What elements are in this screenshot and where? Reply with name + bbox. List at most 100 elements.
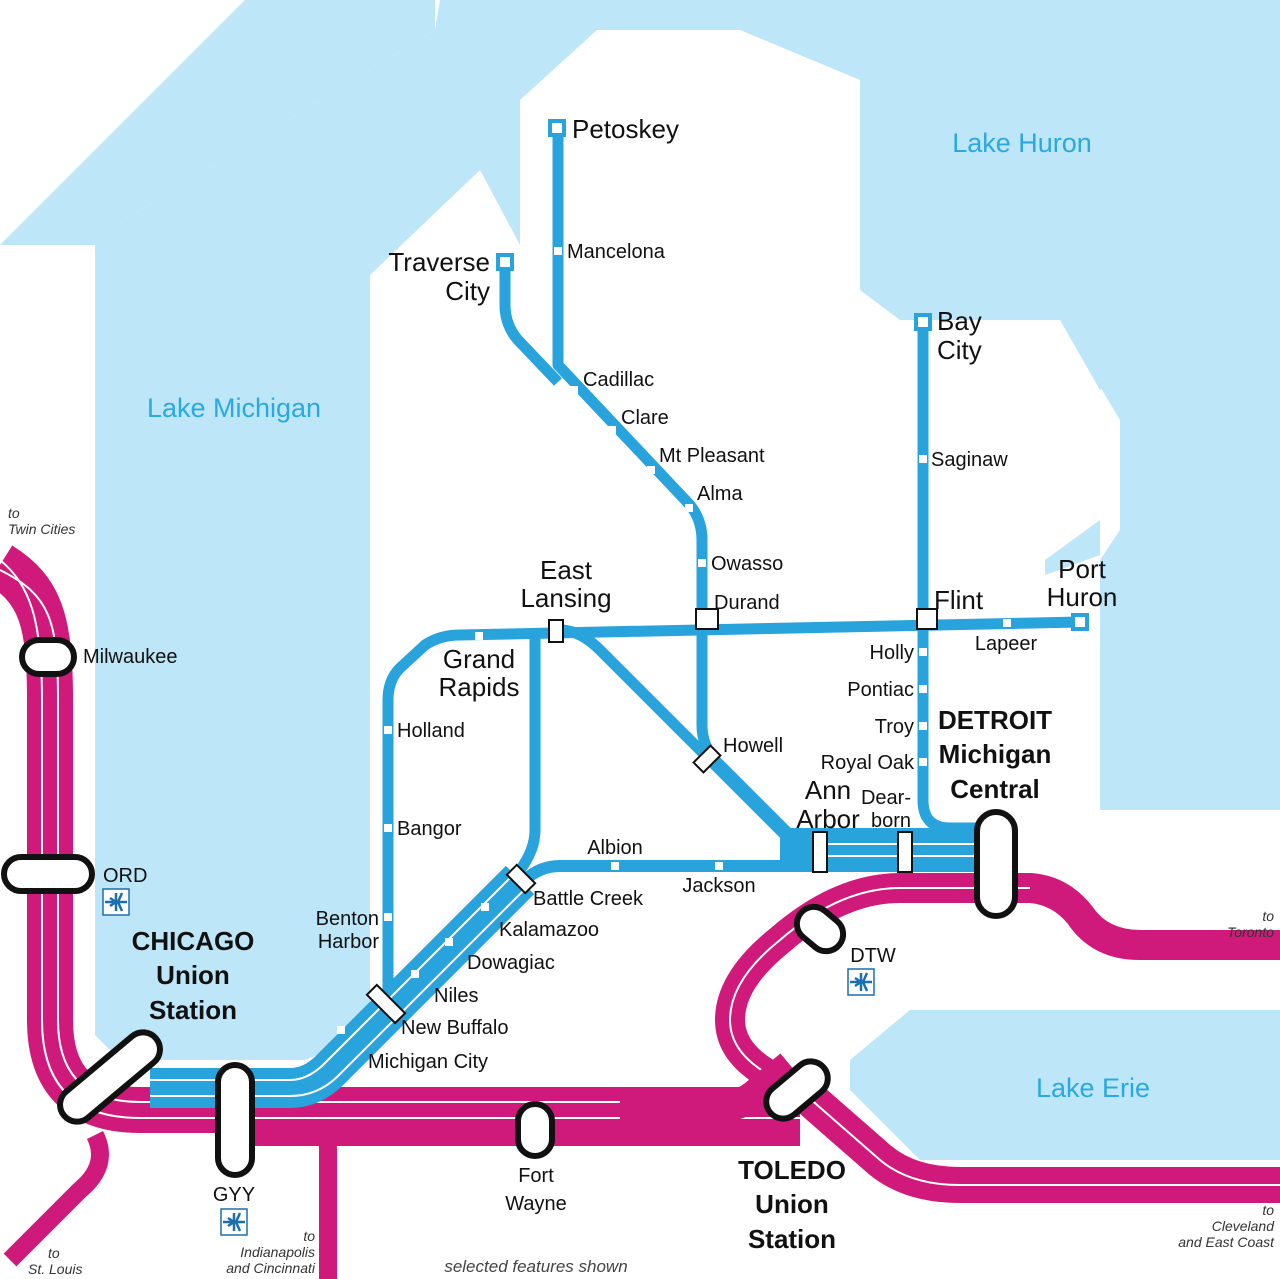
transfer-stations — [365, 608, 938, 1025]
stop-mt-pleasant — [647, 466, 655, 474]
stop-royal-oak — [919, 758, 927, 766]
label-albion: Albion — [587, 837, 643, 859]
hub-chicago-union — [57, 1029, 163, 1125]
stop-gr-east — [475, 632, 483, 640]
label-fort-wayne-2: Wayne — [505, 1193, 567, 1215]
note-cleveland: Cleveland — [1212, 1218, 1275, 1234]
label-holland: Holland — [397, 720, 465, 742]
xfer-howell — [692, 744, 722, 774]
lake-erie-label: Lake Erie — [1036, 1073, 1150, 1103]
label-troy: Troy — [875, 716, 914, 738]
hub-markers — [1, 637, 1018, 1178]
label-new-buffalo: New Buffalo — [401, 1017, 508, 1039]
xfer-flint — [916, 608, 938, 630]
airplane-icon — [847, 968, 875, 996]
stop-clare — [608, 426, 616, 434]
note-toronto: Toronto — [1227, 924, 1274, 940]
label-detroit-1: DETROIT — [938, 705, 1052, 735]
hub-detroit — [974, 809, 1018, 919]
label-east-lansing-2: Lansing — [520, 583, 611, 613]
stop-jackson — [715, 862, 723, 870]
label-howell: Howell — [723, 735, 783, 757]
label-cadillac: Cadillac — [583, 369, 654, 391]
stop-kalamazoo — [481, 903, 489, 911]
label-grand-rapids-2: Rapids — [439, 672, 520, 702]
hub-milwaukee — [19, 637, 77, 677]
label-toledo-1: TOLEDO — [738, 1155, 846, 1185]
stop-benton-harbor — [384, 913, 392, 921]
label-bay-1: Bay — [937, 306, 982, 336]
note-to-toronto: to — [1262, 908, 1274, 924]
water-bodies — [0, 0, 1280, 1160]
hub-dtw — [793, 903, 847, 955]
east-west-line — [382, 616, 1081, 990]
label-benton-1: Benton — [316, 908, 379, 930]
stop-mancelona — [554, 247, 562, 255]
terminal-petoskey — [548, 119, 566, 137]
xfer-battle-creek — [505, 863, 537, 895]
corridor-divider-2 — [150, 874, 514, 1081]
label-chicago-1: CHICAGO — [132, 926, 255, 956]
stop-pontiac — [919, 685, 927, 693]
label-ann-arbor-2: Arbor — [796, 804, 860, 834]
stop-albion — [611, 862, 619, 870]
stop-saginaw — [919, 455, 927, 463]
stop-holland — [384, 726, 392, 734]
label-grand-rapids-1: Grand — [443, 644, 515, 674]
xfer-east-lansing — [548, 619, 564, 643]
xfer-ann-arbor — [812, 831, 828, 873]
label-toledo-3: Station — [748, 1224, 836, 1254]
label-toledo-2: Union — [755, 1189, 829, 1219]
st-louis-line — [3, 1130, 109, 1267]
label-milwaukee: Milwaukee — [83, 646, 177, 668]
terminal-bay-city — [914, 313, 932, 331]
corridor-divider-3 — [150, 886, 528, 1097]
stop-michigan-city — [337, 1026, 345, 1034]
stop-alma — [685, 504, 693, 512]
hub-toledo — [763, 1058, 831, 1122]
label-east-lansing-1: East — [540, 555, 593, 585]
destination-notes: to Twin Cities to St. Louis to Indianapo… — [8, 505, 1275, 1277]
stop-cadillac — [570, 386, 578, 394]
lake-huron-shape — [580, 0, 1280, 575]
stop-niles — [411, 970, 419, 978]
note-to-cleveland: to — [1262, 1202, 1274, 1218]
label-lapeer: Lapeer — [975, 633, 1038, 655]
stop-markers — [337, 247, 1011, 1034]
airplane-icon — [220, 1208, 248, 1236]
terminals — [496, 119, 1089, 631]
label-mancelona: Mancelona — [567, 241, 666, 263]
footnote: selected features shown — [444, 1257, 627, 1276]
stop-owasso — [698, 559, 706, 567]
xfer-new-buffalo — [365, 983, 407, 1025]
note-indianapolis: Indianapolis — [240, 1244, 315, 1260]
label-owasso: Owasso — [711, 553, 783, 575]
label-saginaw: Saginaw — [931, 449, 1008, 471]
label-detroit-2: Michigan — [939, 739, 1052, 769]
label-royal-oak: Royal Oak — [821, 752, 915, 774]
note-to-indy: to — [303, 1228, 315, 1244]
label-traverse-1: Traverse — [388, 247, 490, 277]
label-holly: Holly — [870, 642, 914, 664]
lake-michigan-shape — [95, 0, 630, 1060]
label-durand: Durand — [714, 592, 780, 614]
label-bangor: Bangor — [397, 818, 462, 840]
label-dowagiac: Dowagiac — [467, 952, 555, 974]
lake-erie-shape — [850, 1010, 1280, 1160]
label-dearborn-2: born — [871, 810, 911, 832]
label-niles: Niles — [434, 985, 478, 1007]
southwest-corridor — [150, 865, 535, 1108]
detroit-link-line — [620, 1053, 800, 1125]
label-port-huron-1: Port — [1058, 554, 1106, 584]
stop-holly — [919, 648, 927, 656]
label-flint: Flint — [934, 585, 984, 615]
label-benton-2: Harbor — [318, 931, 379, 953]
lake-huron-label: Lake Huron — [952, 128, 1092, 158]
hub-fort-wayne — [515, 1101, 555, 1159]
label-traverse-2: City — [445, 276, 490, 306]
label-clare: Clare — [621, 407, 669, 429]
lansing-ann-arbor-line — [559, 624, 794, 844]
label-chicago-3: Station — [149, 995, 237, 1025]
